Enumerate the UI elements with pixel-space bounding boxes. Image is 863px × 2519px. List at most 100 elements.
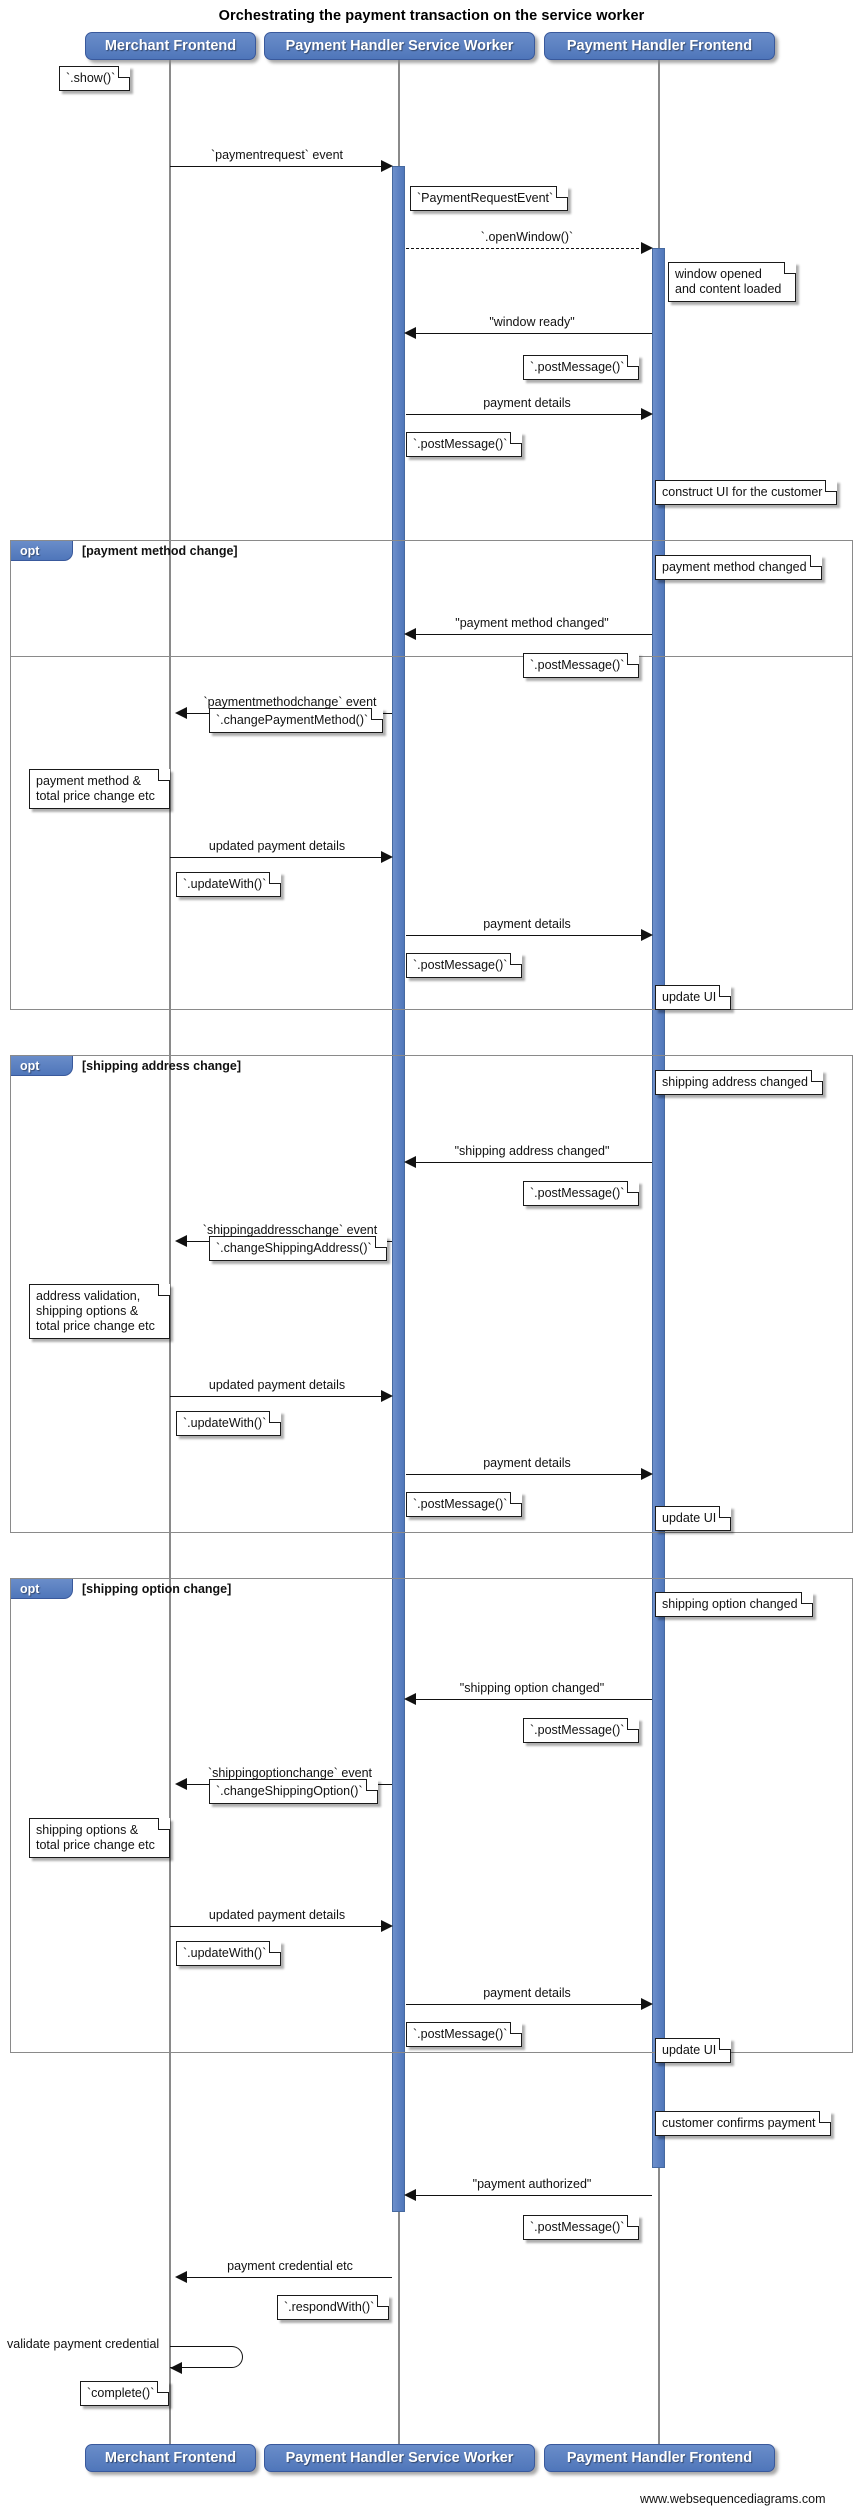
message-arrow-5 xyxy=(175,707,187,719)
message-label-1: `.openWindow()` xyxy=(477,230,577,244)
message-label-0: `paymentrequest` event xyxy=(207,148,347,162)
message-label-13: `shippingoptionchange` event xyxy=(204,1766,376,1780)
note-postmessage-7: `.postMessage()` xyxy=(523,1718,640,1743)
actor-box-merchant-bottom[interactable]: Merchant Frontend xyxy=(85,2444,256,2472)
note-respond-with: `.respondWith()` xyxy=(277,2295,390,2320)
actor-label: Payment Handler Frontend xyxy=(566,2450,753,2466)
note-postmessage-2: `.postMessage()` xyxy=(406,432,523,457)
note-payment-method-price-change: payment method & total price change etc xyxy=(29,769,170,809)
message-arrow-14 xyxy=(381,1920,393,1932)
message-line-17 xyxy=(183,2277,392,2278)
message-line-15 xyxy=(406,2004,644,2005)
message-arrow-10 xyxy=(381,1390,393,1402)
note-address-validation: address validation, shipping options & t… xyxy=(29,1284,170,1339)
message-arrow-1 xyxy=(641,242,653,254)
note-shipping-option-changed: shipping option changed xyxy=(655,1592,813,1617)
message-line-7 xyxy=(406,935,644,936)
note-postmessage-9: `.postMessage()` xyxy=(523,2215,640,2240)
fragment-opt-payment-method-change-body xyxy=(10,540,853,1010)
fragment-label-opt-3: opt xyxy=(11,1579,73,1599)
fragment-condition-2: [shipping address change] xyxy=(82,1059,242,1073)
message-arrow-15 xyxy=(641,1998,653,2010)
note-construct-ui: construct UI for the customer xyxy=(655,480,838,505)
message-label-15: payment details xyxy=(480,1986,574,2000)
message-arrow-9 xyxy=(175,1235,187,1247)
actor-box-service-worker-bottom[interactable]: Payment Handler Service Worker xyxy=(264,2444,535,2472)
actor-label: Payment Handler Service Worker xyxy=(285,38,514,54)
fragment-condition-1: [payment method change] xyxy=(82,544,238,558)
note-change-shipping-address: `.changeShippingAddress()` xyxy=(209,1236,387,1261)
message-line-12 xyxy=(412,1699,652,1700)
message-line-3 xyxy=(406,414,644,415)
actor-label: Payment Handler Frontend xyxy=(566,38,753,54)
message-arrow-3 xyxy=(641,408,653,420)
message-label-18: validate payment credential xyxy=(4,2337,163,2351)
note-update-ui-2: update UI xyxy=(655,1506,732,1531)
note-change-payment-method: `.changePaymentMethod()` xyxy=(209,708,384,733)
message-label-6: updated payment details xyxy=(205,839,349,853)
note-postmessage-1: `.postMessage()` xyxy=(523,355,640,380)
note-postmessage-5: `.postMessage()` xyxy=(523,1181,640,1206)
note-postmessage-4: `.postMessage()` xyxy=(406,953,523,978)
actor-label: Payment Handler Service Worker xyxy=(285,2450,514,2466)
actor-box-frontend-top[interactable]: Payment Handler Frontend xyxy=(544,32,775,60)
message-line-0 xyxy=(170,166,384,167)
message-label-16: "payment authorized" xyxy=(469,2177,595,2191)
fragment-keyword: opt xyxy=(20,1581,40,1596)
fragment-label-opt-2: opt xyxy=(11,1056,73,1076)
message-label-11: payment details xyxy=(480,1456,574,1470)
actor-label: Merchant Frontend xyxy=(104,38,237,54)
message-arrow-0 xyxy=(381,160,393,172)
message-line-6 xyxy=(170,857,384,858)
message-label-5: `paymentmethodchange` event xyxy=(200,695,380,709)
message-line-4 xyxy=(412,634,652,635)
message-line-1 xyxy=(406,248,644,249)
note-complete: `complete()` xyxy=(80,2381,170,2406)
watermark-link[interactable]: www.websequencediagrams.com xyxy=(640,2492,826,2506)
message-line-16 xyxy=(412,2195,652,2196)
message-label-2: "window ready" xyxy=(486,315,578,329)
actor-label: Merchant Frontend xyxy=(104,2450,237,2466)
note-show: `.show()` xyxy=(59,66,131,91)
page-title: Orchestrating the payment transaction on… xyxy=(218,8,645,24)
note-change-shipping-option: `.changeShippingOption()` xyxy=(209,1779,378,1804)
message-line-2 xyxy=(412,333,652,334)
note-shipping-options-price-change: shipping options & total price change et… xyxy=(29,1818,170,1858)
message-label-10: updated payment details xyxy=(205,1378,349,1392)
fragment-keyword: opt xyxy=(20,543,40,558)
actor-box-service-worker-top[interactable]: Payment Handler Service Worker xyxy=(264,32,535,60)
message-arrow-6 xyxy=(381,851,393,863)
message-self-loop-18 xyxy=(170,2346,243,2368)
note-update-with-3: `.updateWith()` xyxy=(176,1941,282,1966)
fragment-opt-shipping-address-change xyxy=(10,1055,853,1533)
message-arrow-11 xyxy=(641,1468,653,1480)
message-label-4: "payment method changed" xyxy=(452,616,612,630)
message-label-12: "shipping option changed" xyxy=(456,1681,608,1695)
message-line-11 xyxy=(406,1474,644,1475)
note-update-with-1: `.updateWith()` xyxy=(176,872,282,897)
message-line-10 xyxy=(170,1396,384,1397)
message-arrow-18 xyxy=(170,2362,182,2374)
message-arrow-8 xyxy=(404,1156,416,1168)
message-label-8: "shipping address changed" xyxy=(451,1144,613,1158)
actor-box-frontend-bottom[interactable]: Payment Handler Frontend xyxy=(544,2444,775,2472)
note-payment-method-changed: payment method changed xyxy=(655,555,822,580)
fragment-opt-shipping-option-change xyxy=(10,1578,853,2053)
fragment-condition-3: [shipping option change] xyxy=(82,1582,232,1596)
message-arrow-7 xyxy=(641,929,653,941)
note-window-opened: window opened and content loaded xyxy=(668,262,797,302)
actor-box-merchant-top[interactable]: Merchant Frontend xyxy=(85,32,256,60)
fragment-keyword: opt xyxy=(20,1058,40,1073)
note-update-with-2: `.updateWith()` xyxy=(176,1411,282,1436)
message-arrow-12 xyxy=(404,1693,416,1705)
message-arrow-2 xyxy=(404,327,416,339)
message-line-14 xyxy=(170,1926,384,1927)
message-label-17: payment credential etc xyxy=(224,2259,356,2273)
note-update-ui-1: update UI xyxy=(655,985,732,1010)
note-update-ui-3: update UI xyxy=(655,2038,732,2063)
message-label-9: `shippingaddresschange` event xyxy=(199,1223,381,1237)
note-shipping-address-changed: shipping address changed xyxy=(655,1070,823,1095)
message-arrow-17 xyxy=(175,2271,187,2283)
message-arrow-16 xyxy=(404,2189,416,2201)
